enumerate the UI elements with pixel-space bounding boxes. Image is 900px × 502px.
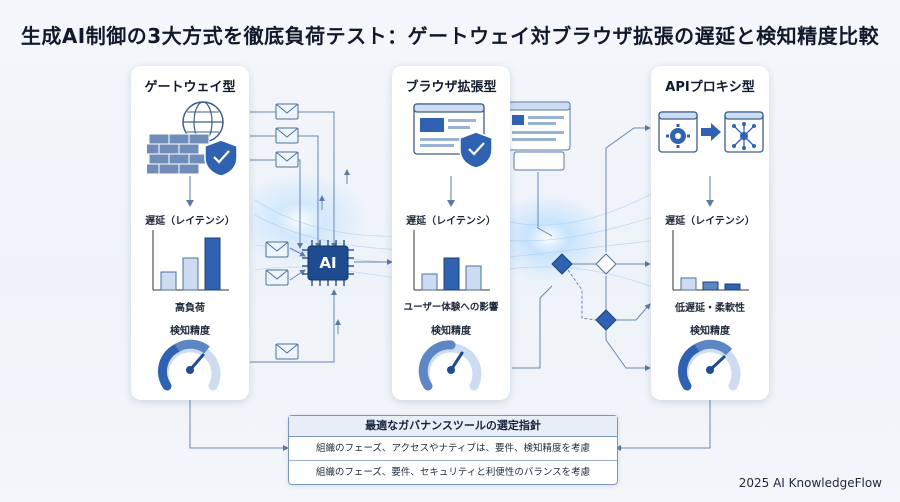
ai-chip-label: AI bbox=[319, 254, 336, 272]
accuracy-label: 検知精度 bbox=[431, 326, 471, 337]
page-title: 生成AI制御の3大方式を徹底負荷テスト：ゲートウェイ対ブラウザ拡張の遅延と検知精… bbox=[20, 24, 880, 48]
latency-bar bbox=[680, 277, 697, 291]
down-arrow-icon bbox=[447, 176, 455, 207]
result-label: 高負荷 bbox=[175, 303, 205, 314]
latency-bar bbox=[204, 237, 221, 291]
guidance-row: 組織のフェーズ、要件、セキュリティと利便性のバランスを考慮 bbox=[289, 460, 617, 484]
latency-bar bbox=[465, 265, 482, 291]
accuracy-label: 検知精度 bbox=[170, 326, 210, 337]
down-arrow-icon bbox=[706, 176, 714, 207]
latency-bar bbox=[182, 257, 199, 291]
latency-bar bbox=[421, 273, 438, 291]
glow-right bbox=[488, 193, 608, 283]
envelope-icon bbox=[265, 241, 289, 258]
down-arrow-icon bbox=[186, 176, 194, 207]
latency-bar-chart bbox=[152, 230, 229, 291]
envelope-icon bbox=[275, 343, 299, 360]
decision-diamond bbox=[595, 309, 617, 331]
envelope-icon bbox=[265, 269, 289, 286]
panel-gateway: ゲートウェイ型 遅延（レイテンシ） 高負荷 検知精度 bbox=[131, 66, 249, 400]
panel-title: ゲートウェイ型 bbox=[144, 80, 236, 95]
latency-bar bbox=[160, 271, 177, 291]
gauge-icon bbox=[418, 340, 482, 391]
decision-diamond bbox=[595, 253, 617, 275]
latency-bar bbox=[443, 257, 460, 291]
latency-bar-chart bbox=[413, 230, 490, 291]
guidance-row: 組織のフェーズ、アクセスやナティブは、要件、検知精度を考慮 bbox=[316, 443, 590, 454]
envelope-icons bbox=[265, 103, 299, 360]
gauge-icon bbox=[677, 339, 741, 391]
panel-browser: ブラウザ拡張型 遅延（レイテンシ） ユーザー体験への影響 検知精度 bbox=[392, 66, 510, 400]
result-label: 低遅延・柔軟性 bbox=[675, 303, 745, 314]
gauge-icon bbox=[157, 339, 221, 391]
panel-title: ブラウザ拡張型 bbox=[405, 80, 497, 95]
decision-diamond bbox=[551, 253, 573, 275]
latency-bar-chart bbox=[672, 230, 749, 291]
decision-diamonds bbox=[551, 253, 617, 331]
accuracy-label: 検知精度 bbox=[690, 326, 730, 337]
firewall-shield-icon bbox=[147, 101, 238, 176]
latency-label: 遅延（レイテンシ） bbox=[145, 216, 235, 227]
browser-window-icon bbox=[507, 101, 571, 171]
latency-bar bbox=[724, 283, 741, 291]
panel-api: APIプロキシ型 遅延（レイテンシ） 低遅延・柔軟性 検知精度 bbox=[651, 66, 769, 400]
result-label: ユーザー体験への影響 bbox=[403, 302, 499, 313]
envelope-icon bbox=[275, 103, 299, 120]
envelope-icon bbox=[275, 127, 299, 144]
ai-chip-icon: AI bbox=[302, 240, 354, 286]
panel-title: APIプロキシ型 bbox=[665, 80, 755, 95]
envelope-icon bbox=[275, 151, 299, 168]
latency-label: 遅延（レイテンシ） bbox=[665, 216, 755, 227]
latency-label: 遅延（レイテンシ） bbox=[406, 216, 496, 227]
api-proxy-icon bbox=[658, 111, 764, 153]
guidance-title: 最適なガバナンスツールの選定指針 bbox=[289, 416, 617, 437]
latency-bar bbox=[702, 281, 719, 291]
footer-credit: 2025 AI KnowledgeFlow bbox=[738, 476, 882, 490]
browser-shield-icon bbox=[413, 103, 493, 169]
guidance-connectors bbox=[189, 400, 711, 451]
guidance-box: 最適なガバナンスツールの選定指針 組織のフェーズ、アクセスやナティブは、要件、検… bbox=[288, 415, 618, 485]
